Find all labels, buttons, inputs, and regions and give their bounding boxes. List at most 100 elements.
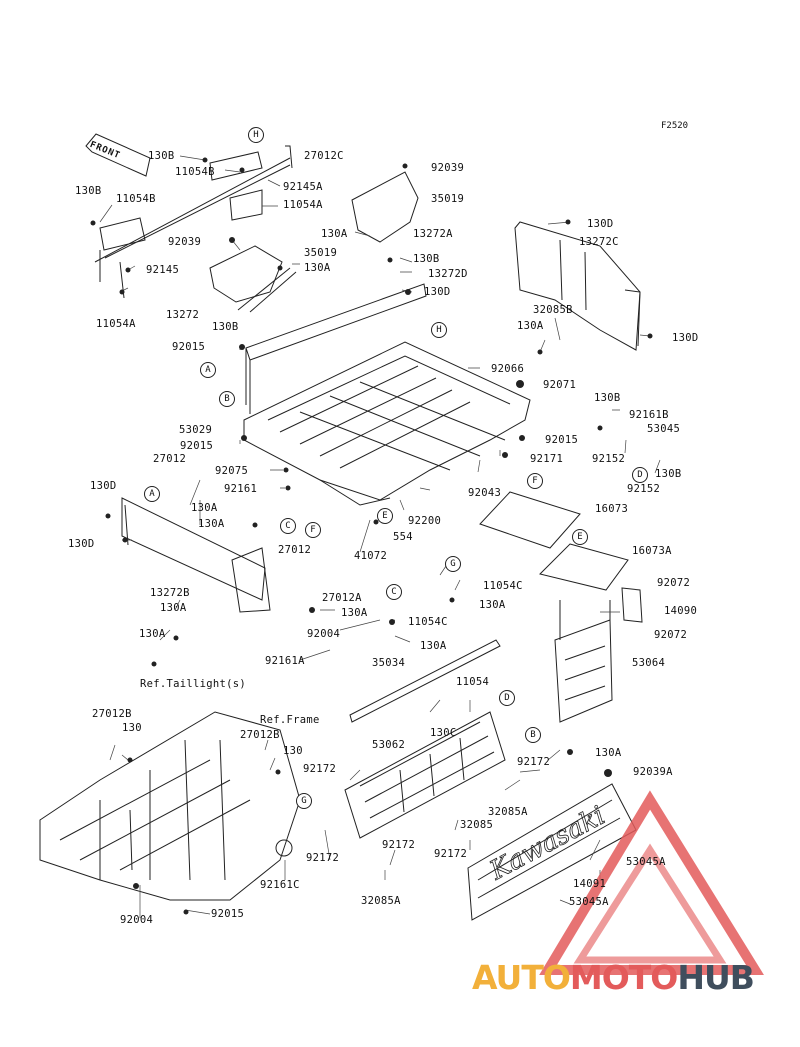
part-label: 92161C bbox=[260, 879, 300, 891]
part-label: 92172 bbox=[517, 756, 551, 768]
part-label: 32085A bbox=[488, 806, 528, 818]
part-label: 92075 bbox=[215, 465, 249, 477]
part-label: 130 bbox=[122, 722, 142, 734]
rail-13272b bbox=[121, 497, 266, 601]
part-label: 92015 bbox=[180, 440, 214, 452]
part-label: 92161A bbox=[265, 655, 305, 667]
part-label: 92172 bbox=[382, 839, 416, 851]
part-label: 53045A bbox=[626, 856, 666, 868]
part-label: 11054B bbox=[175, 166, 215, 178]
part-label: 11054A bbox=[283, 199, 323, 211]
rail-13272 bbox=[245, 283, 427, 361]
part-label: 92171 bbox=[530, 453, 564, 465]
part-label: 92072 bbox=[657, 577, 691, 589]
part-label: 14090 bbox=[664, 605, 698, 617]
part-label: 13272A bbox=[413, 228, 453, 240]
part-label: 130D bbox=[424, 286, 451, 298]
watermark-part-2: MOTO bbox=[569, 958, 678, 997]
part-label: 13272C bbox=[579, 236, 619, 248]
part-label: 35019 bbox=[304, 247, 338, 259]
part-label: 32085 bbox=[460, 819, 494, 831]
part-label: 130A bbox=[160, 602, 187, 614]
part-label: 35019 bbox=[431, 193, 465, 205]
callout-f: F bbox=[305, 522, 321, 538]
part-label: 11054A bbox=[96, 318, 136, 330]
part-label: 92015 bbox=[545, 434, 579, 446]
part-label: 11054C bbox=[483, 580, 523, 592]
rod-35034 bbox=[349, 639, 501, 723]
part-label: 92072 bbox=[654, 629, 688, 641]
part-label: 130A bbox=[321, 228, 348, 240]
figure-code: F2520 bbox=[661, 121, 689, 131]
part-label: 130C bbox=[430, 727, 457, 739]
part-label: 14091 bbox=[573, 878, 607, 890]
callout-h: H bbox=[431, 322, 447, 338]
part-label: 92066 bbox=[491, 363, 525, 375]
callout-a: A bbox=[200, 362, 216, 378]
part-label: 130B bbox=[148, 150, 175, 162]
watermark-part-3: HUB bbox=[677, 958, 755, 997]
part-label: 92172 bbox=[306, 852, 340, 864]
callout-c: C bbox=[280, 518, 296, 534]
part-label: 130A bbox=[479, 599, 506, 611]
callout-e: E bbox=[572, 529, 588, 545]
part-label: 92004 bbox=[120, 914, 154, 926]
part-label: 35034 bbox=[372, 657, 406, 669]
part-label: 92043 bbox=[468, 487, 502, 499]
part-label: 27012A bbox=[322, 592, 362, 604]
part-label: 92015 bbox=[172, 341, 206, 353]
plate-35019-upper bbox=[351, 171, 419, 243]
panel-53064 bbox=[554, 619, 613, 723]
part-label: 554 bbox=[393, 531, 413, 543]
part-label: 130B bbox=[413, 253, 440, 265]
part-label: 27012B bbox=[240, 729, 280, 741]
inner-tailgate-53062 bbox=[344, 711, 506, 839]
part-label: 92145A bbox=[283, 181, 323, 193]
watermark-triangle bbox=[539, 790, 764, 975]
part-label: 130A bbox=[198, 518, 225, 530]
part-label: 130A bbox=[139, 628, 166, 640]
part-label: 11054B bbox=[116, 193, 156, 205]
part-label: 130D bbox=[672, 332, 699, 344]
part-label: 53045 bbox=[647, 423, 681, 435]
part-label: 92071 bbox=[543, 379, 577, 391]
part-label: 92015 bbox=[211, 908, 245, 920]
side-panel-13272c bbox=[514, 221, 641, 351]
part-label: 11054C bbox=[408, 616, 448, 628]
part-label: 130 bbox=[283, 745, 303, 757]
watermark-logo: AUTOMOTOHUB bbox=[472, 958, 755, 997]
part-label: 92004 bbox=[307, 628, 341, 640]
part-label: 53064 bbox=[632, 657, 666, 669]
part-label: 27012 bbox=[278, 544, 312, 556]
watermark-part-1: AUTO bbox=[472, 958, 571, 997]
callout-g: G bbox=[445, 556, 461, 572]
callout-a: A bbox=[144, 486, 160, 502]
part-label: 53045A bbox=[569, 896, 609, 908]
bed-floor-53029 bbox=[243, 341, 531, 501]
part-label: 32085B bbox=[533, 304, 573, 316]
part-label: 130A bbox=[304, 262, 331, 274]
part-label: 92161B bbox=[629, 409, 669, 421]
part-label: 92039A bbox=[633, 766, 673, 778]
rod-27012c bbox=[285, 145, 293, 169]
part-label: 92039 bbox=[168, 236, 202, 248]
part-label: 130D bbox=[68, 538, 95, 550]
callout-c: C bbox=[386, 584, 402, 600]
part-label: 92152 bbox=[592, 453, 626, 465]
part-label: 130B bbox=[75, 185, 102, 197]
part-label: 130D bbox=[587, 218, 614, 230]
callout-g: G bbox=[296, 793, 312, 809]
callout-e: E bbox=[377, 508, 393, 524]
plate-35019-lower bbox=[209, 245, 283, 303]
front-arrow bbox=[85, 133, 151, 177]
part-label: 130B bbox=[212, 321, 239, 333]
part-label: 92039 bbox=[431, 162, 465, 174]
part-label: 92145 bbox=[146, 264, 180, 276]
part-label: 130A bbox=[420, 640, 447, 652]
part-label: 92172 bbox=[303, 763, 337, 775]
part-label: 16073A bbox=[632, 545, 672, 557]
part-label: 27012C bbox=[304, 150, 344, 162]
part-label: 13272B bbox=[150, 587, 190, 599]
